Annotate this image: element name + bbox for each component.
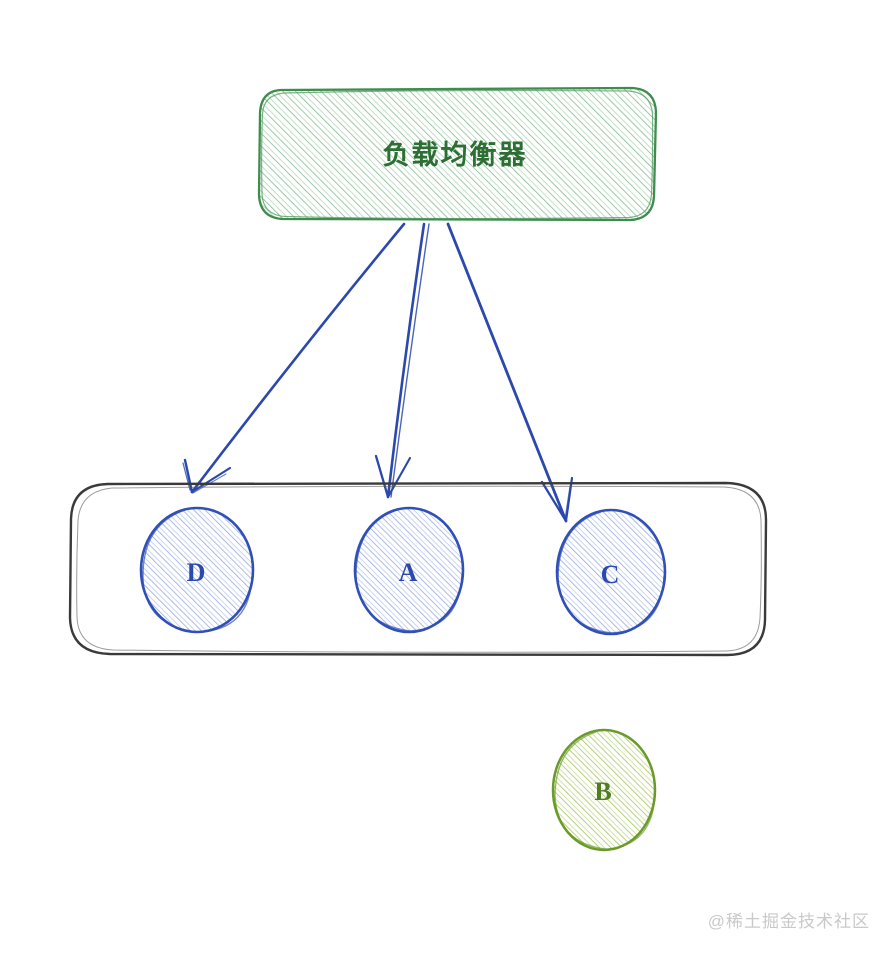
watermark: @稀土掘金技术社区 bbox=[707, 912, 870, 931]
detached-node-b[interactable]: B bbox=[545, 722, 665, 862]
server-node-c[interactable]: C bbox=[550, 502, 675, 647]
server-node-d[interactable]: D bbox=[135, 500, 265, 645]
node-c-hatch-fill bbox=[557, 510, 665, 634]
node-b-hatch-fill bbox=[553, 730, 655, 850]
arrow-group bbox=[182, 222, 574, 523]
node-a-hatch-fill bbox=[355, 508, 463, 632]
node-a-label: A bbox=[399, 558, 418, 587]
load-balancer-outline-echo bbox=[261, 89, 654, 220]
node-b-label: B bbox=[594, 777, 611, 806]
server-node-a[interactable]: A bbox=[348, 500, 473, 645]
load-balancer-label: 负载均衡器 bbox=[383, 140, 528, 170]
node-c-outline-echo bbox=[557, 511, 665, 634]
arrow-to-c bbox=[446, 222, 574, 523]
node-b-outline bbox=[551, 728, 657, 852]
load-balancer-hatch-fill bbox=[259, 88, 656, 220]
server-group-outline bbox=[68, 481, 768, 657]
node-b-outline-echo bbox=[554, 731, 656, 850]
load-balancer-node[interactable]: 负载均衡器 bbox=[250, 80, 670, 230]
node-d-outline-echo bbox=[142, 509, 253, 633]
arrow-to-a bbox=[374, 222, 430, 499]
server-group-outline-echo bbox=[76, 485, 762, 653]
node-d-hatch-fill bbox=[141, 508, 253, 632]
arrow-to-d bbox=[182, 222, 406, 494]
node-a-outline bbox=[353, 506, 465, 634]
node-c-outline bbox=[555, 508, 667, 636]
node-a-outline-echo bbox=[355, 508, 463, 632]
server-group-container[interactable] bbox=[68, 481, 768, 657]
node-c-label: C bbox=[601, 560, 620, 589]
load-balancer-outline bbox=[257, 86, 658, 222]
node-d-label: D bbox=[187, 558, 206, 587]
